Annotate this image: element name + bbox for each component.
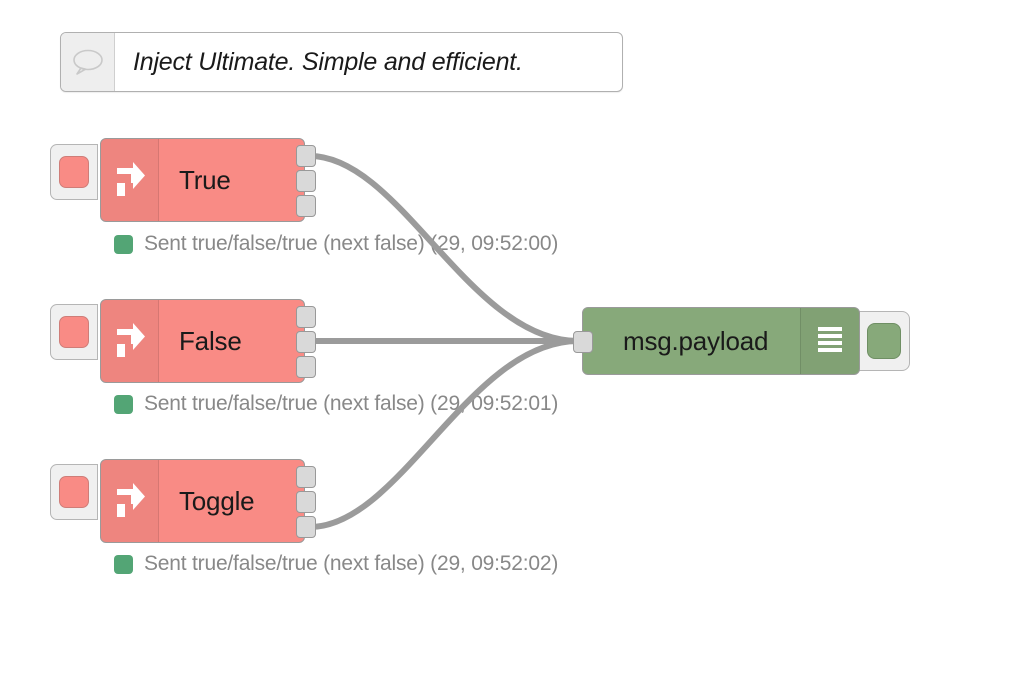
status-dot-icon	[114, 554, 133, 574]
wire-toggle-to-debug	[307, 338, 581, 530]
status-line-true: Sent true/false/true (next false) (29, 0…	[114, 232, 558, 256]
inject-arrow-icon	[101, 460, 159, 542]
status-text: Sent true/false/true (next false) (29, 0…	[144, 552, 559, 575]
debug-node-label: msg.payload	[623, 325, 769, 356]
inject-arrow-icon	[101, 300, 159, 382]
output-port-true-1[interactable]	[296, 145, 316, 167]
inject-node-true[interactable]: True	[100, 138, 316, 222]
inject-arrow-icon	[101, 139, 159, 221]
output-port-toggle-3[interactable]	[296, 516, 316, 538]
comment-label: Inject Ultimate. Simple and efficient.	[133, 47, 523, 76]
status-dot-icon	[114, 234, 133, 254]
status-text: Sent true/false/true (next false) (29, 0…	[144, 232, 559, 255]
comment-node[interactable]: Inject Ultimate. Simple and efficient.	[60, 32, 623, 92]
debug-node[interactable]: msg.payload	[573, 307, 860, 375]
debug-enable-toggle[interactable]	[858, 311, 910, 371]
output-port-toggle-1[interactable]	[296, 466, 316, 488]
inject-trigger-square	[59, 156, 89, 188]
status-line-false: Sent true/false/true (next false) (29, 0…	[114, 392, 558, 416]
inject-node-label-true: True	[179, 164, 231, 195]
inject-trigger-button-true[interactable]	[50, 144, 98, 200]
inject-node-toggle[interactable]: Toggle	[100, 459, 316, 543]
inject-node-false[interactable]: False	[100, 299, 316, 383]
input-port-debug[interactable]	[573, 331, 593, 353]
output-port-true-3[interactable]	[296, 195, 316, 217]
debug-toggle-square	[867, 323, 901, 359]
speech-bubble-icon	[61, 33, 115, 91]
status-text: Sent true/false/true (next false) (29, 0…	[144, 392, 559, 415]
output-port-true-2[interactable]	[296, 170, 316, 192]
inject-node-label-false: False	[179, 325, 242, 356]
debug-lines-icon	[800, 308, 859, 374]
status-dot-icon	[114, 394, 133, 414]
status-line-toggle: Sent true/false/true (next false) (29, 0…	[114, 552, 558, 576]
inject-trigger-square	[59, 476, 89, 508]
inject-trigger-button-false[interactable]	[50, 304, 98, 360]
inject-node-label-toggle: Toggle	[179, 485, 255, 516]
output-port-false-1[interactable]	[296, 306, 316, 328]
output-port-false-2[interactable]	[296, 331, 316, 353]
output-port-false-3[interactable]	[296, 356, 316, 378]
inject-trigger-button-toggle[interactable]	[50, 464, 98, 520]
output-port-toggle-2[interactable]	[296, 491, 316, 513]
inject-trigger-square	[59, 316, 89, 348]
